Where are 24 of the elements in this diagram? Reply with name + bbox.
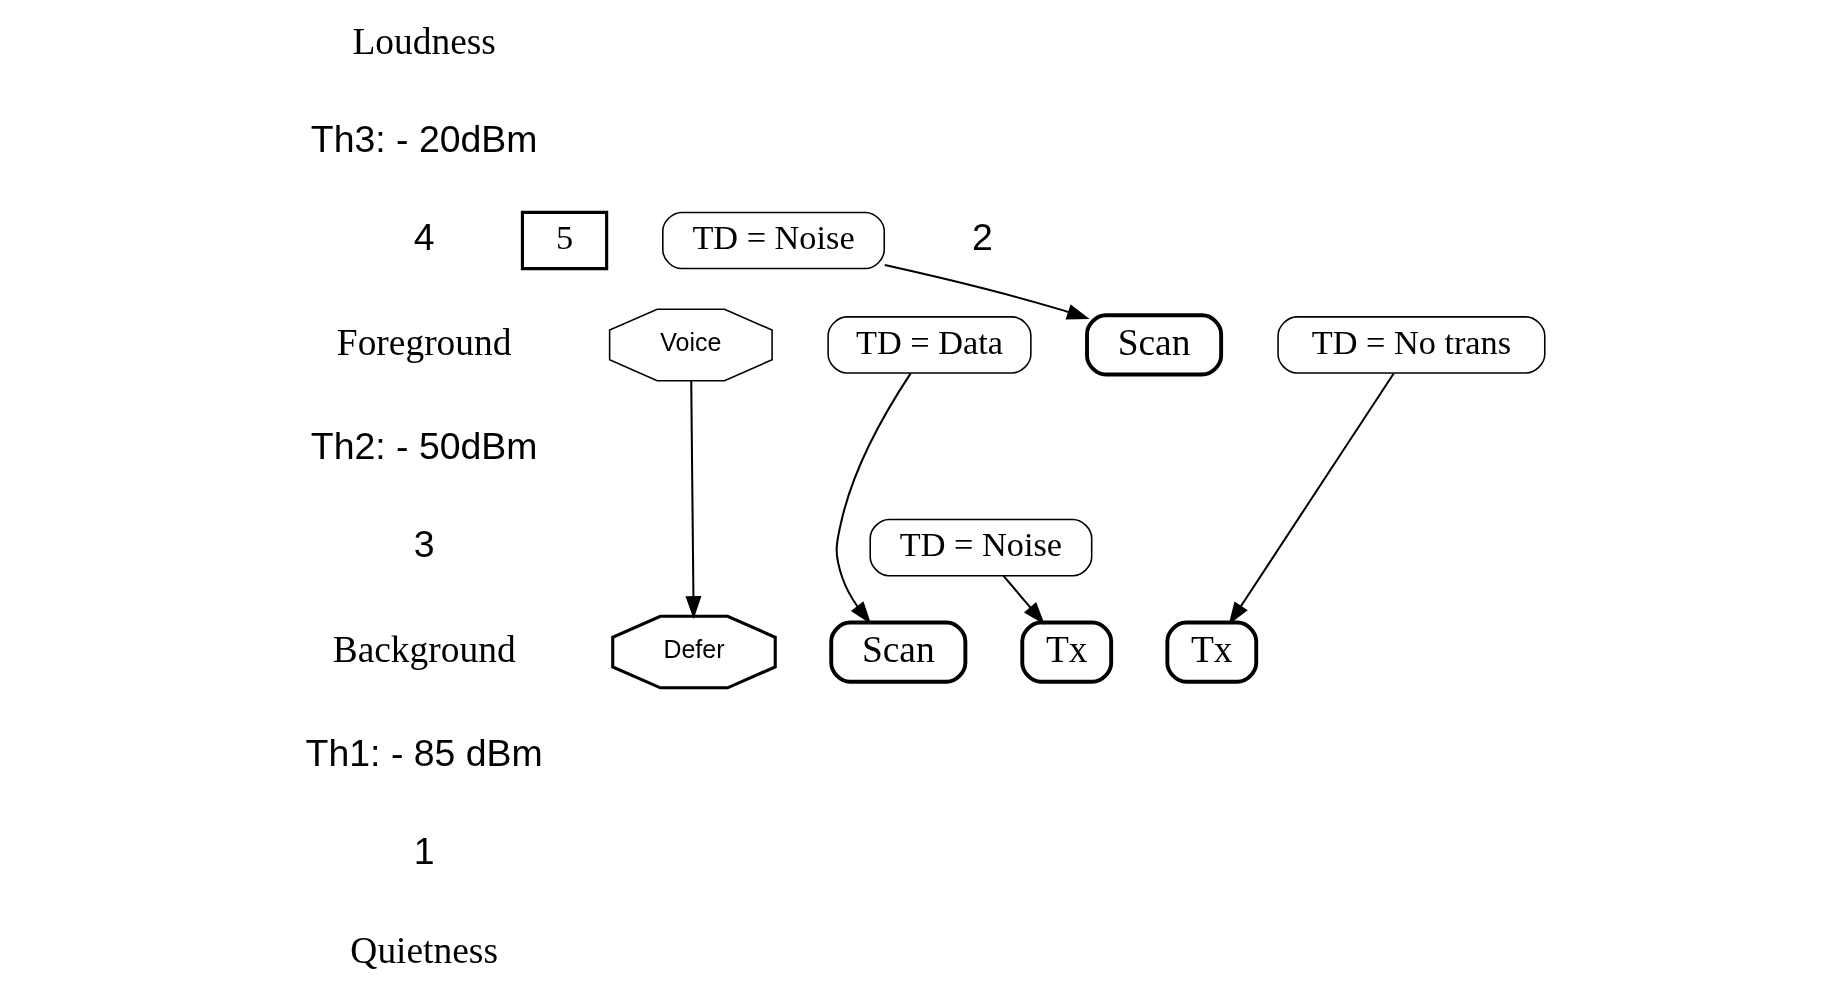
label: Th3: - 20dBm	[310, 117, 538, 160]
node-box: Tx	[1165, 620, 1259, 684]
arrow	[1228, 372, 1395, 625]
node-box: Scan	[829, 620, 968, 684]
node-box: TD = Data	[827, 316, 1032, 374]
node-box: 5	[520, 210, 609, 271]
label: Th1: - 85 dBm	[305, 732, 543, 775]
arrow	[884, 264, 1090, 320]
label: Background	[332, 628, 516, 670]
label: 4	[413, 216, 435, 259]
label: Loudness	[352, 20, 496, 62]
label: Th2: - 50dBm	[310, 425, 538, 468]
node-box: Tx	[1020, 620, 1114, 684]
arrow	[1002, 575, 1045, 625]
arrow	[685, 380, 702, 619]
label: Foreground	[336, 321, 512, 363]
label: 3	[413, 523, 435, 566]
node-box: TD = Noise	[662, 211, 886, 270]
node-box: TD = No trans	[1277, 316, 1546, 374]
label: Quietness	[350, 929, 498, 971]
node-box: TD = Noise	[869, 518, 1093, 577]
node-box: Scan	[1085, 313, 1224, 377]
label: 2	[972, 216, 993, 259]
label: 1	[413, 830, 435, 873]
